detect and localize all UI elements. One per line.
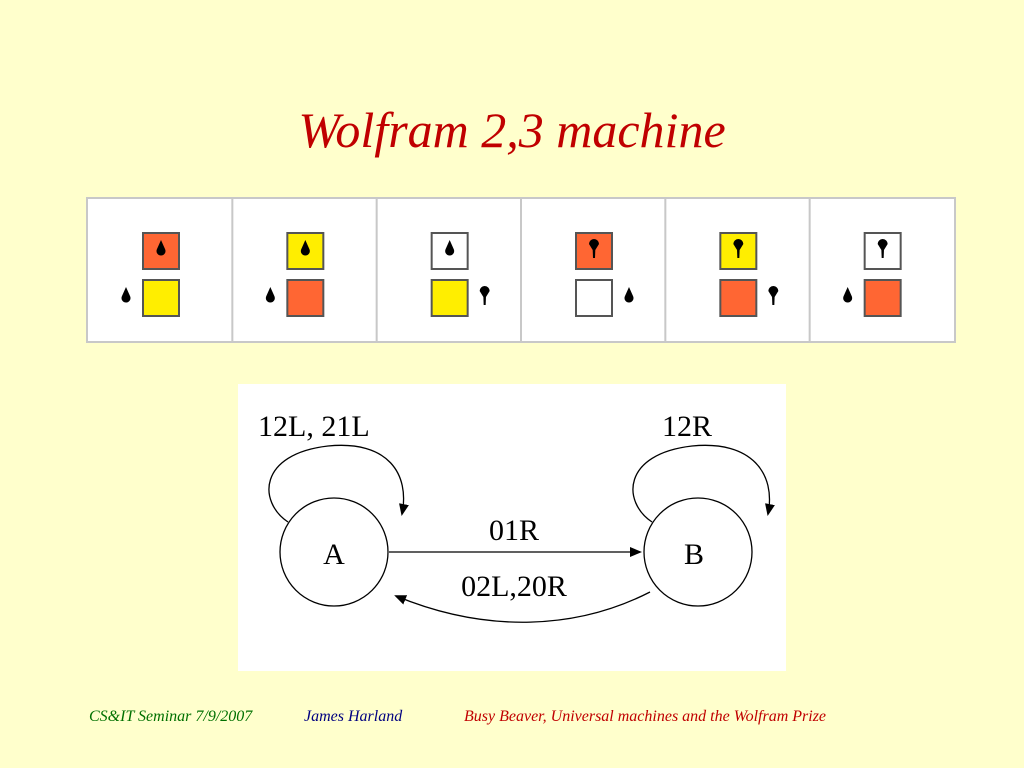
head-to-icon [479,286,490,305]
loop-b-label: 12R [662,410,712,443]
write-symbol-square [142,279,180,317]
state-b-circle [643,497,753,607]
head-to-icon [843,287,853,303]
state-a-circle [279,497,389,607]
edge-b-to-a-label: 02L,20R [461,570,567,603]
write-symbol-square [430,279,469,317]
rule-icons-grid [121,199,902,341]
loop-a-edge [268,444,409,523]
slide-title: Wolfram 2,3 machine [298,102,726,158]
state-diagram: A B 12L, 21L 12R 01R 02L,20R [238,384,786,671]
edge-b-to-a [394,591,651,623]
state-diagram-svg: A B 12L, 21L 12R 01R 02L,20R [258,410,775,623]
rule-cell [375,199,490,341]
edge-a-to-b-label: 01R [489,514,539,547]
head-to-icon [768,286,779,305]
footer-author: James Harland [304,708,403,725]
head-to-icon [121,287,131,303]
head-from-icon [445,240,455,256]
read-symbol-square [142,232,180,270]
rule-cell [231,199,325,341]
rule-cell [664,199,779,341]
head-from-icon [877,239,888,258]
head-to-icon [624,287,634,303]
write-symbol-square [863,279,902,317]
rule-cell [520,199,634,341]
state-b-label: B [684,538,704,571]
head-to-icon [265,287,275,303]
head-from-icon [589,239,599,258]
head-from-icon [733,239,744,258]
head-from-icon [300,240,310,256]
rule-cell [121,232,180,317]
state-a-label: A [323,538,345,571]
rule-table [86,197,956,343]
write-symbol-square [719,279,758,317]
loop-b-edge [632,444,775,523]
head-from-icon [156,240,166,256]
rule-cell [808,199,902,341]
write-symbol-square [286,279,325,317]
footer-seminar: CS&IT Seminar 7/9/2007 [89,708,253,725]
read-symbol-square [430,232,469,270]
footer-talk-title: Busy Beaver, Universal machines and the … [464,708,827,725]
loop-a-label: 12L, 21L [258,410,370,443]
write-symbol-square [575,279,613,317]
